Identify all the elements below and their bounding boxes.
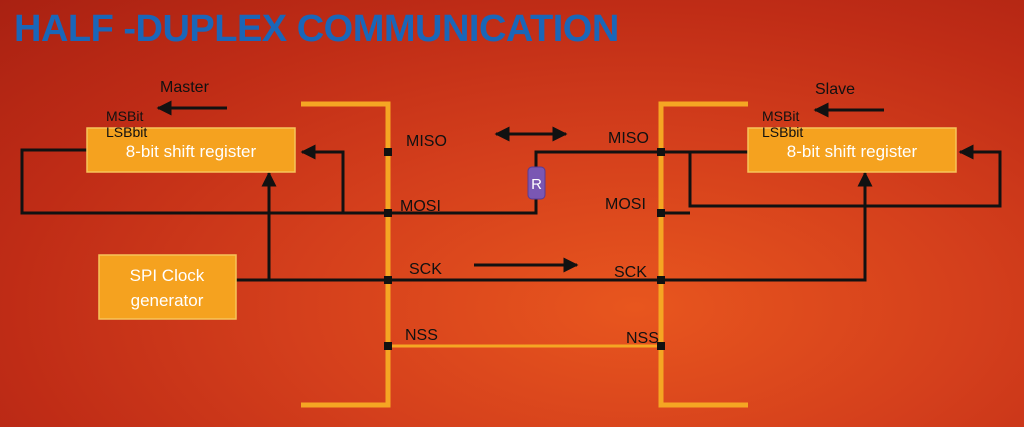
- master-lsb-feedback-wire: [20, 148, 388, 215]
- master-pin-nss: NSS: [405, 327, 438, 344]
- slave-pin-mosi: MOSI: [605, 196, 646, 213]
- slave-shift-register-label: 8-bit shift register: [787, 142, 918, 161]
- master-shift-register-label: 8-bit shift register: [126, 142, 257, 161]
- spi-clock-generator-box: [98, 254, 237, 320]
- spi-clock-generator-line2: generator: [131, 291, 204, 310]
- slide-title: HALF -DUPLEX COMMUNICATION: [14, 8, 619, 50]
- sck-line: [236, 171, 873, 282]
- slave-pin-ticks: [657, 148, 665, 350]
- master-pin-miso: MISO: [406, 133, 447, 150]
- slave-feedback-wire: [688, 144, 1002, 208]
- slave-shift-register-box: [747, 127, 957, 173]
- master-pin-ticks: [384, 148, 392, 350]
- slave-msbit-label: MSBit: [762, 108, 799, 124]
- resistor-label: R: [531, 176, 542, 193]
- master-pin-mosi: MOSI: [400, 198, 441, 215]
- slave-pin-sck: SCK: [614, 264, 647, 281]
- resistor-body: [527, 166, 546, 200]
- slave-lsbit-label: LSBbit: [762, 124, 803, 140]
- master-msbit-label: MSBit: [106, 108, 143, 124]
- slave-pin-miso: MISO: [608, 130, 649, 147]
- slave-label: Slave: [815, 81, 855, 98]
- master-bus-bracket: [301, 101, 391, 408]
- master-label: Master: [160, 79, 210, 96]
- slave-pin-nss: NSS: [626, 330, 659, 347]
- master-lsbit-label: LSBbit: [106, 124, 147, 140]
- master-pin-sck: SCK: [409, 261, 442, 278]
- master-shift-register-box: [86, 127, 296, 173]
- master-miso-input-wire: [300, 144, 345, 213]
- spi-clock-generator-line1: SPI Clock: [130, 266, 205, 285]
- slave-bus-bracket: [658, 101, 748, 408]
